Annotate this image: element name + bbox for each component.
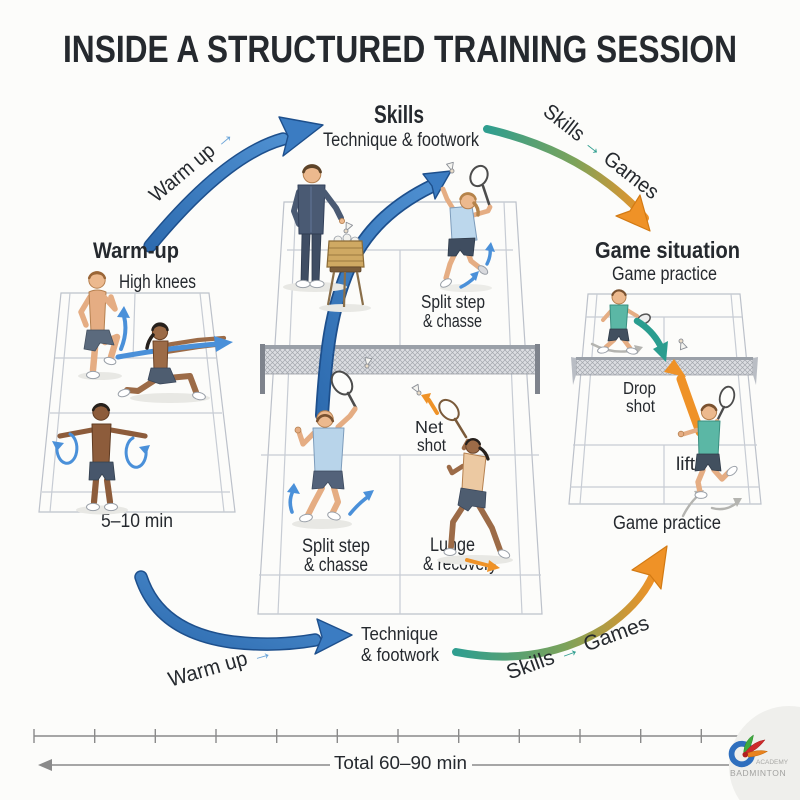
svg-text:lift: lift	[676, 454, 695, 474]
svg-text:High knees: High knees	[119, 272, 196, 293]
svg-text:Technique & footwork: Technique & footwork	[323, 130, 479, 151]
svg-text:Technique: Technique	[361, 623, 438, 644]
svg-text:Total 60–90 min: Total 60–90 min	[334, 753, 467, 773]
svg-text:& footwork: & footwork	[361, 644, 440, 665]
svg-text:Game situation: Game situation	[595, 237, 740, 263]
svg-text:BADMINTON: BADMINTON	[730, 768, 786, 778]
svg-text:& chasse: & chasse	[423, 311, 482, 331]
svg-text:Split step: Split step	[302, 536, 370, 557]
svg-text:& chasse: & chasse	[304, 555, 368, 576]
svg-text:Skills: Skills	[374, 101, 424, 129]
svg-text:shot: shot	[626, 396, 655, 416]
svg-text:Net: Net	[415, 417, 443, 437]
svg-text:Warm-up: Warm-up	[93, 238, 179, 263]
svg-text:INSIDE A STRUCTURED TRAINING S: INSIDE A STRUCTURED TRAINING SESSION	[63, 29, 737, 71]
svg-text:ACADEMY: ACADEMY	[756, 759, 789, 766]
svg-text:Game practice: Game practice	[613, 513, 721, 534]
svg-text:shot: shot	[417, 435, 446, 455]
svg-text:5–10 min: 5–10 min	[101, 511, 173, 532]
svg-text:Drop: Drop	[623, 378, 656, 398]
svg-text:Game practice: Game practice	[612, 264, 717, 285]
svg-text:Split step: Split step	[421, 292, 485, 312]
